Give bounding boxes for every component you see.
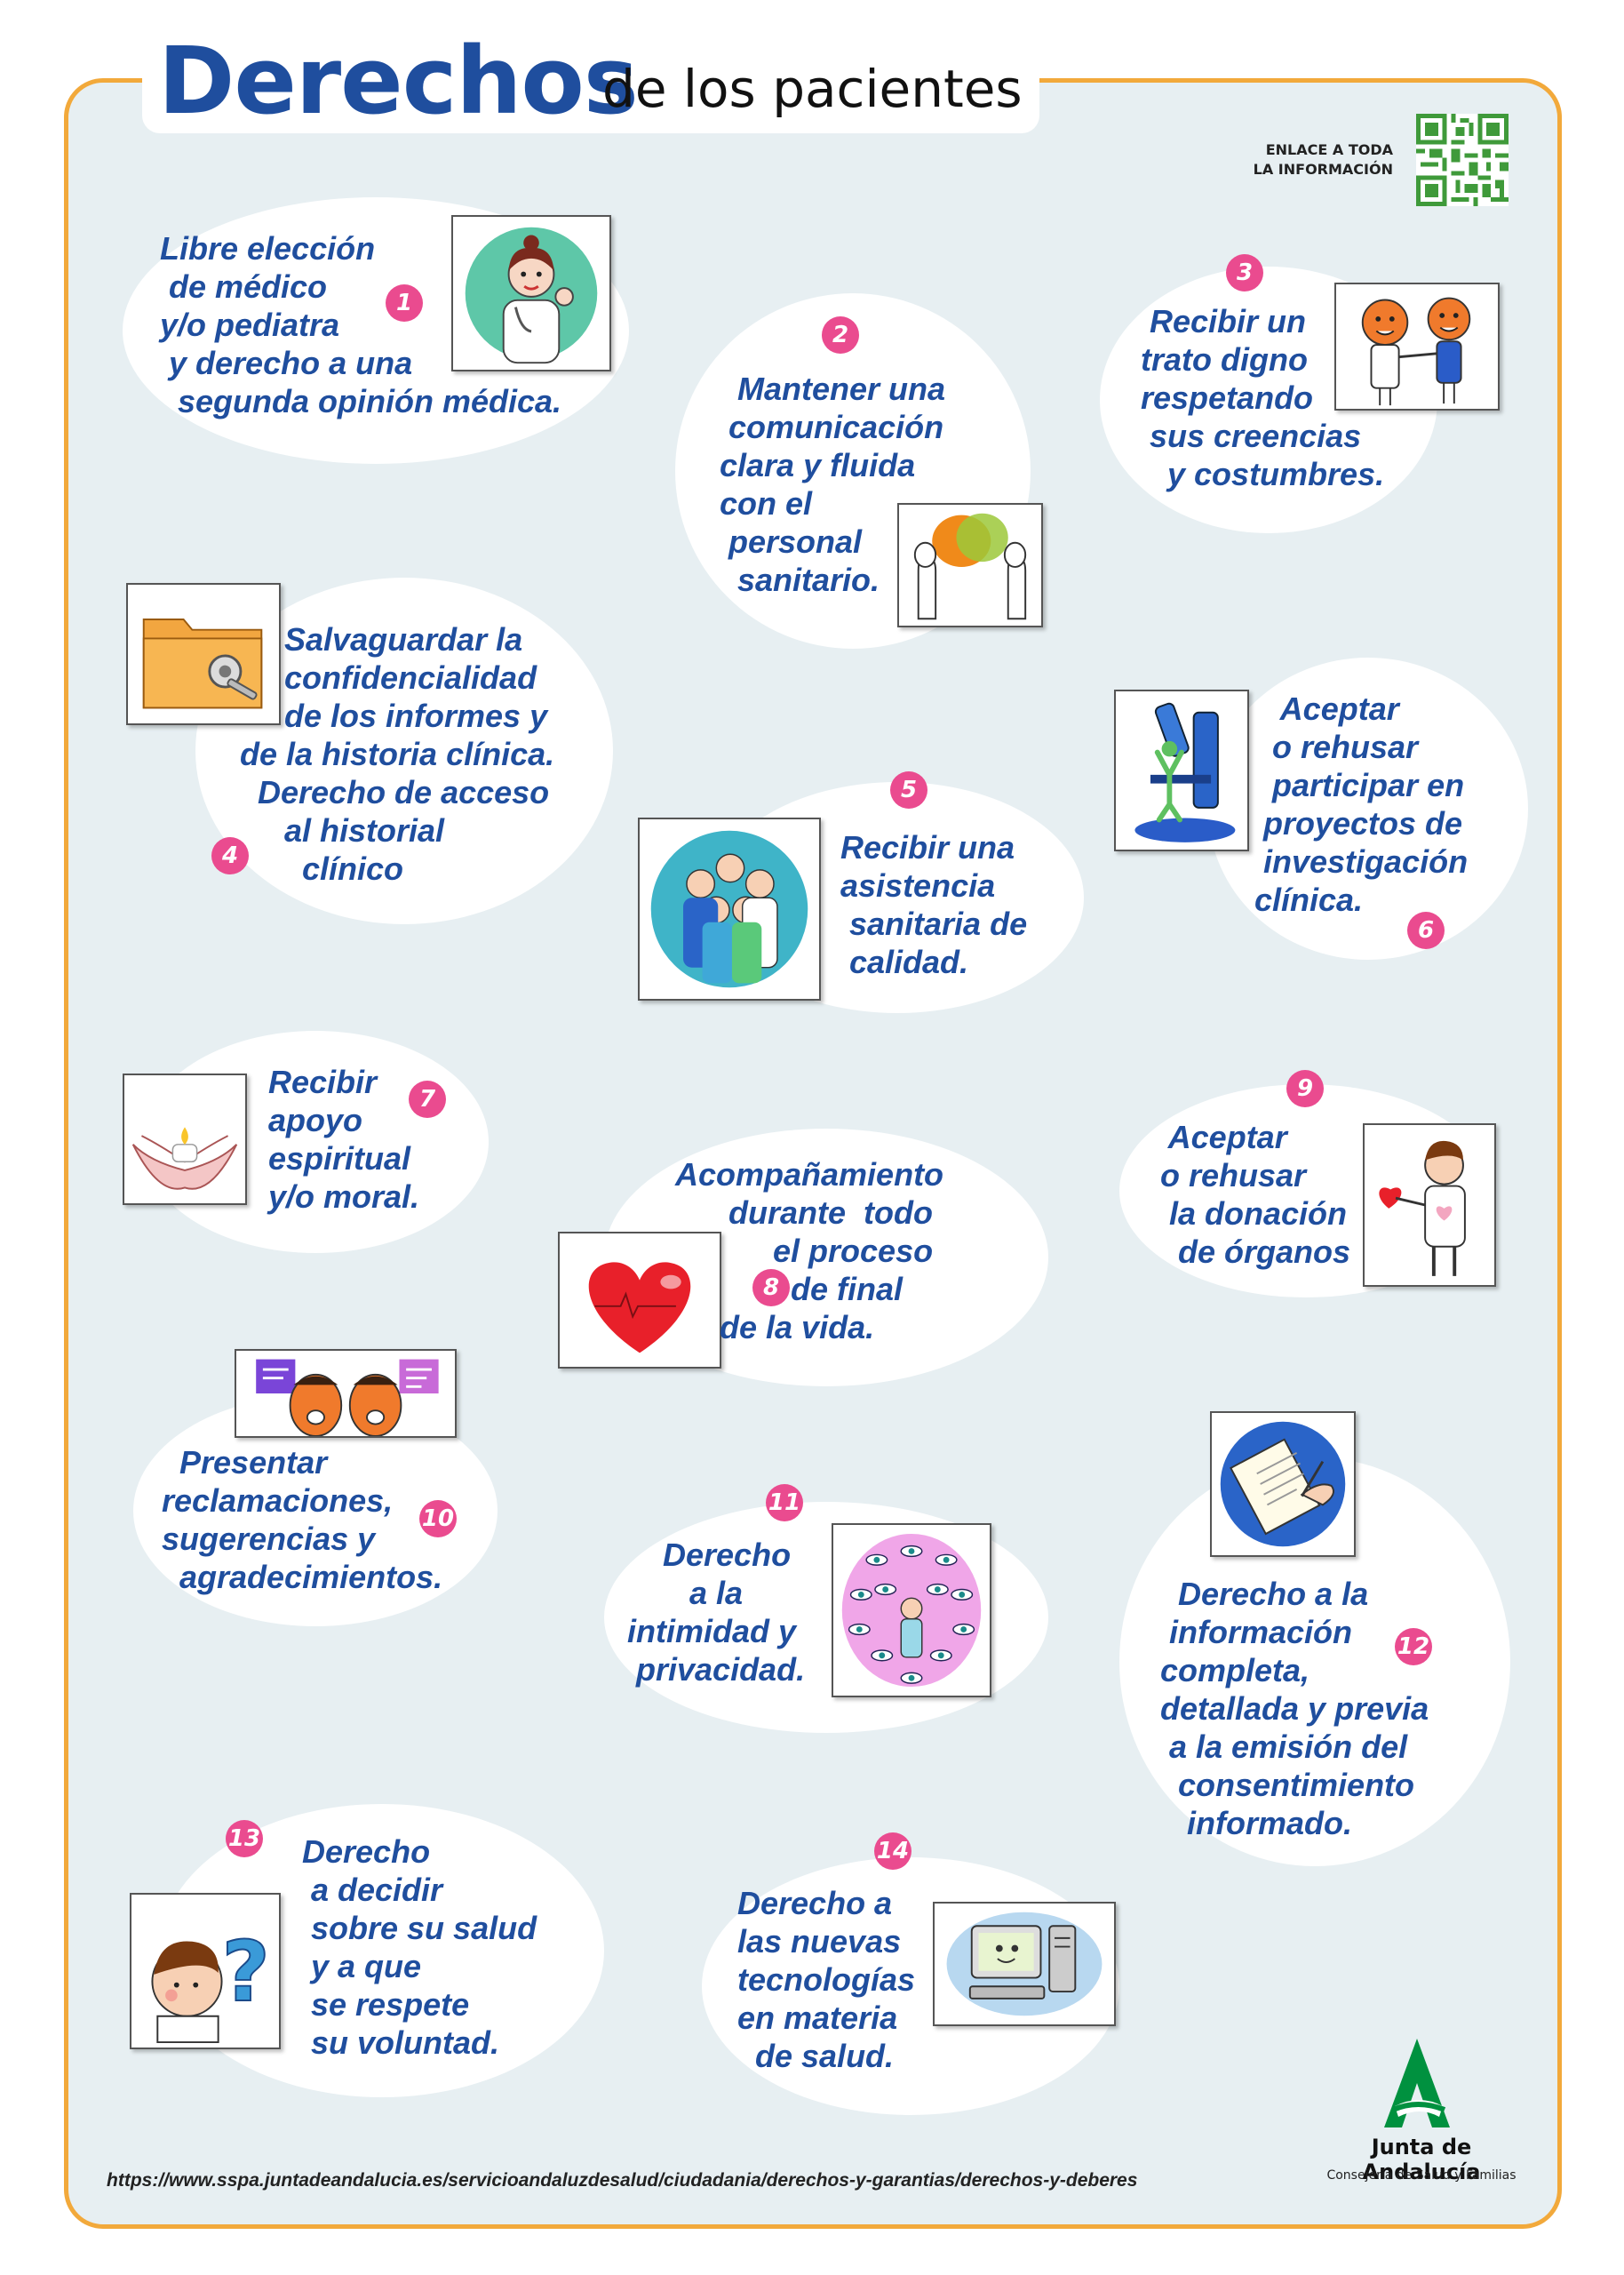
svg-text:?: ? [222,1924,270,2021]
thinking-question-picture: ? [130,1893,281,2049]
logo-name: Junta de Andalucía [1362,2135,1481,2184]
signing-document-picture [1210,1411,1356,1557]
thinking-question-icon: ? [151,1923,271,2044]
right-12-text: Derecho a la información completa, detal… [1160,1576,1429,1841]
candle-hands-icon [131,1127,238,1190]
complaints-picture [235,1349,457,1438]
right-14-text: Derecho a las nuevas tecnologías en mate… [737,1885,916,2074]
locked-folder-icon [142,619,263,709]
medical-team-picture [638,818,821,1001]
right-6-bubble [1208,658,1528,960]
right-5-number-badge: 5 [890,771,927,809]
complaints-icon [256,1359,439,1436]
signing-document-icon [1220,1421,1346,1547]
handshake-picture [1334,283,1500,411]
right-11-text: Derecho a la intimidad y privacidad. [627,1537,806,1688]
right-10-number-badge: 10 [419,1500,457,1537]
conversation-picture [897,503,1043,627]
logo-subtitle: Consejería de Salud y Familias [1326,2168,1517,2183]
eyes-privacy-picture [832,1523,991,1697]
qr-code-icon[interactable] [1416,114,1509,206]
right-1-number-badge: 1 [386,284,423,322]
computer-picture [933,1902,1116,2026]
right-13-number-badge: 13 [226,1820,263,1857]
right-8-text: Acompañamiento durante todo el proceso d… [675,1156,944,1345]
heart-icon [588,1262,691,1353]
right-3-number-badge: 3 [1226,254,1263,291]
right-11-number-badge: 11 [766,1484,803,1521]
eyes-privacy-icon [841,1533,982,1688]
junta-andalucia-logo-icon [1384,2039,1450,2127]
footer-url-link[interactable]: https://www.sspa.juntadeandalucia.es/ser… [107,2170,1138,2191]
right-8-number-badge: 8 [752,1269,790,1306]
candle-hands-picture [123,1074,247,1205]
right-13-text: Derecho a decidir sobre su salud y a que… [302,1833,537,2061]
handshake-icon [1361,297,1471,406]
page-title: Derechos [158,27,639,135]
right-5-text: Recibir una asistencia sanitaria de cali… [840,829,1028,980]
doctor-woman-picture [451,215,611,371]
conversation-icon [913,513,1027,620]
qr-label: ENLACE A TODA LA INFORMACIÓN [1253,141,1393,178]
right-2-text: Mantener una comunicación clara y fluida… [720,371,946,598]
right-9-number-badge: 9 [1286,1070,1324,1107]
page-subtitle: de los pacientes [602,59,1023,119]
microscope-icon [1134,702,1236,842]
right-2-number-badge: 2 [822,316,859,354]
title-box [142,34,1039,133]
right-6-text: Aceptar o rehusar participar en proyecto… [1254,690,1469,918]
medical-team-icon [650,830,808,988]
right-7-text: Recibir apoyo espiritual y/o moral. [268,1064,420,1215]
right-4-number-badge: 4 [211,837,249,874]
right-1-text: Libre elección de médico y/o pediatra y … [160,230,562,419]
right-4-text: Salvaguardar la confidencialidad de los … [240,621,555,887]
right-7-number-badge: 7 [409,1081,446,1118]
right-12-number-badge: 12 [1395,1628,1432,1665]
right-9-text: Aceptar o rehusar la donación de órganos [1160,1119,1351,1270]
right-3-text: Recibir un trato digno respetando sus cr… [1141,303,1385,492]
doctor-woman-icon [465,227,598,364]
right-14-number-badge: 14 [874,1832,912,1870]
right-10-text: Presentar reclamaciones, sugerencias y a… [162,1444,443,1595]
heart-picture [558,1232,721,1369]
organ-donation-picture [1363,1123,1496,1287]
locked-folder-picture [126,583,281,725]
organ-donation-icon [1379,1140,1466,1276]
microscope-picture [1114,690,1249,851]
computer-icon [946,1912,1103,2016]
right-6-number-badge: 6 [1407,912,1445,949]
